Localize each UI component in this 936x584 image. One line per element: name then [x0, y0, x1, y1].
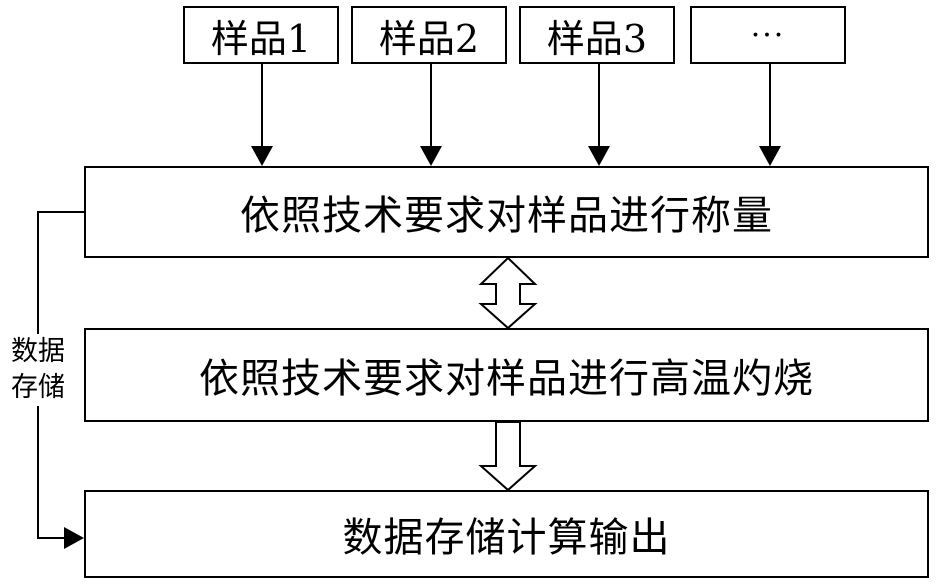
sample-label-1: 样品1	[210, 16, 312, 61]
arrowhead-sample-3	[588, 146, 610, 166]
data-storage-label: 数据 存储	[2, 334, 74, 406]
sample-label-more: ···	[750, 17, 786, 53]
sample-box-3: 样品3	[519, 6, 675, 64]
burn-step-label: 依照技术要求对样品进行高温灼烧	[199, 356, 814, 402]
sample-arrows	[251, 64, 781, 166]
weigh-step-box: 依照技术要求对样品进行称量	[84, 166, 929, 258]
double-hollow-arrow	[478, 256, 538, 330]
storage-arrowhead	[64, 527, 84, 549]
burn-step-box: 依照技术要求对样品进行高温灼烧	[84, 328, 929, 422]
down-hollow-arrow	[478, 421, 538, 492]
data-storage-line-1: 数据	[11, 336, 65, 367]
weigh-step-label: 依照技术要求对样品进行称量	[240, 193, 773, 239]
data-storage-line-2: 存储	[11, 372, 65, 403]
arrowhead-sample-1	[251, 146, 273, 166]
output-step-box: 数据存储计算输出	[84, 490, 929, 578]
arrowhead-sample-2	[420, 146, 442, 166]
sample-box-2: 样品2	[351, 6, 507, 64]
arrowhead-sample-more	[759, 146, 781, 166]
sample-label-2: 样品2	[378, 16, 480, 61]
output-step-label: 数据存储计算输出	[342, 515, 671, 561]
sample-box-more: ···	[690, 6, 846, 64]
sample-label-3: 样品3	[546, 16, 648, 61]
sample-box-1: 样品1	[183, 6, 339, 64]
